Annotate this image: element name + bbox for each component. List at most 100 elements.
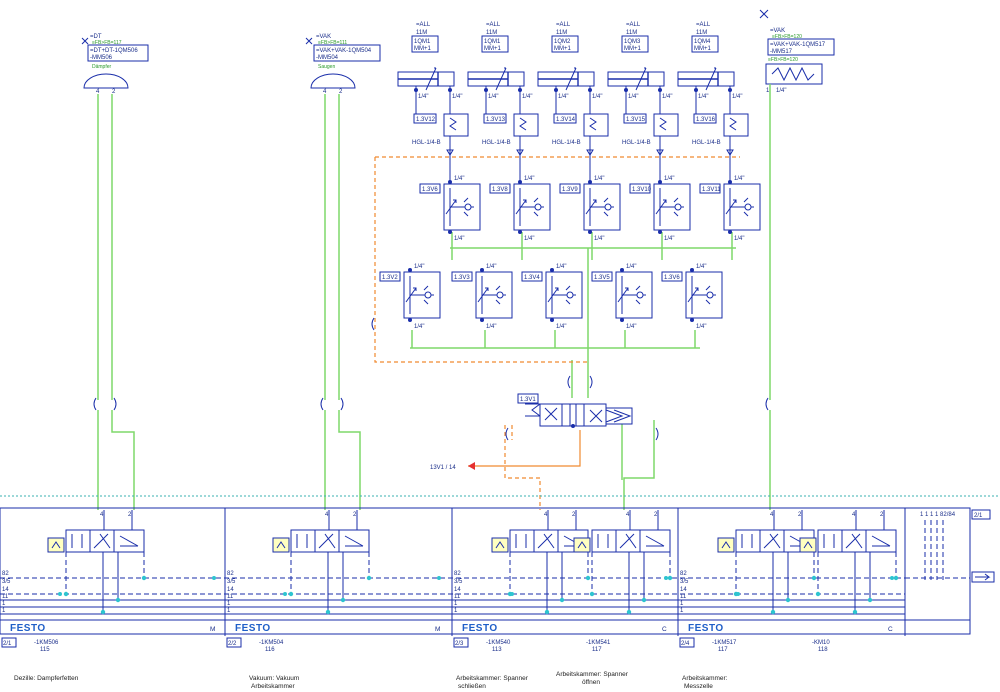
svg-text:1: 1 xyxy=(680,601,684,607)
svg-text:1/4": 1/4" xyxy=(664,236,674,242)
svg-text:1/4": 1/4" xyxy=(488,94,498,100)
svg-text:1/4": 1/4" xyxy=(558,94,568,100)
svg-text:1/4": 1/4" xyxy=(626,324,636,330)
section-caption-2: Messzelle xyxy=(684,683,713,690)
svg-text:1: 1 xyxy=(227,608,231,614)
svg-text:1/4": 1/4" xyxy=(662,94,672,100)
svg-text:11: 11 xyxy=(2,594,9,600)
svg-text:4: 4 xyxy=(325,512,329,518)
flow-upper-3: 1.3V9 1/4" 1/4" xyxy=(559,176,621,242)
svg-text:1/4": 1/4" xyxy=(696,324,706,330)
device-id: -1KM504 xyxy=(259,640,284,646)
check-valve-tag: 1.3V14 xyxy=(556,117,576,123)
section-tag: 2/1 xyxy=(3,641,12,647)
cylinder-tag2: MM+1 xyxy=(694,46,712,52)
flow-control-lower-group: 1.3V21/4"1/4"1.3V31/4"1/4"1.3V41/4"1/4"1… xyxy=(379,264,723,330)
section-tag: 2/2 xyxy=(228,641,237,647)
check-valve-label: HGL-1/4-B xyxy=(412,140,441,146)
check-valve-label: HGL-1/4-B xyxy=(482,140,511,146)
svg-text:1/4": 1/4" xyxy=(776,88,786,94)
svg-text:82: 82 xyxy=(680,571,687,577)
label-dt: =DT ≡FB>FB=117 =DT+DT-1QM506 -MM506 Dämp… xyxy=(81,34,149,70)
svg-text:1: 1 xyxy=(2,608,6,614)
svg-text:11: 11 xyxy=(227,594,234,600)
svg-text:=DT+DT-1QM506: =DT+DT-1QM506 xyxy=(90,48,138,54)
svg-text:1/4": 1/4" xyxy=(594,236,604,242)
svg-text:2: 2 xyxy=(128,512,132,518)
section-tag: 2/4 xyxy=(681,641,690,647)
section-caption-4: öffnen xyxy=(582,679,600,686)
label-vak-2: =VAK ≡FB>FB=120 =VAK+VAK-1QM517 -MM517 ≡… xyxy=(759,9,835,63)
svg-text:1: 1 xyxy=(766,88,770,94)
cylinder-sub: 11M xyxy=(486,30,497,36)
section-tag: 2/3 xyxy=(455,641,464,647)
svg-text:1: 1 xyxy=(227,601,231,607)
device-sub: 116 xyxy=(265,647,275,653)
device-id-2: -KM10 xyxy=(812,640,830,646)
check-valve-label: HGL-1/4-B xyxy=(622,140,651,146)
check-valve-label: HGL-1/4-B xyxy=(552,140,581,146)
signal-label: 13V1 / 14 xyxy=(430,465,456,471)
flow-valve-tag: 1.3V9 xyxy=(562,187,578,193)
svg-text:-MM504: -MM504 xyxy=(316,55,339,61)
section-caption-2: schließen xyxy=(458,683,486,690)
svg-text:1: 1 xyxy=(680,608,684,614)
svg-text:1/4": 1/4" xyxy=(454,236,464,242)
check-valve-label: HGL-1/4-B xyxy=(692,140,721,146)
svg-text:1/4": 1/4" xyxy=(696,264,706,270)
svg-text:1: 1 xyxy=(2,601,6,607)
cylinder-sub: 11M xyxy=(626,30,637,36)
festo-logo: FESTO xyxy=(235,623,271,634)
svg-text:Dämpfer: Dämpfer xyxy=(92,64,112,70)
label-vak-1: =VAK ≡FB>FB=111 =VAK+VAK-1QM504 -MM504 S… xyxy=(305,34,381,70)
pilot-lines: 13V1 / 14 xyxy=(374,156,740,510)
festo-logo: FESTO xyxy=(688,623,724,634)
flow-valve-tag: 1.3V5 xyxy=(594,275,610,281)
device-sub: 113 xyxy=(492,647,502,653)
couplings xyxy=(93,317,769,441)
device-id-2: -1KM541 xyxy=(586,640,611,646)
check-valve-tag: 1.3V13 xyxy=(486,117,506,123)
flow-lower-4: 1.3V5 1/4" 1/4" xyxy=(591,264,653,330)
svg-text:1/4": 1/4" xyxy=(698,94,708,100)
svg-text:1/4": 1/4" xyxy=(626,264,636,270)
cylinder-tag2: MM+1 xyxy=(554,46,572,52)
svg-text:1/4": 1/4" xyxy=(734,176,744,182)
svg-text:≡FB>FB=120: ≡FB>FB=120 xyxy=(772,34,802,40)
cylinder-group: =ALL11M1QM1MM+11/4"1/4"=ALL11M1QM1MM+11/… xyxy=(397,22,742,114)
flow-valve-tag: 1.3V6 xyxy=(422,187,438,193)
svg-text:4: 4 xyxy=(100,512,104,518)
svg-text:82: 82 xyxy=(2,571,9,577)
vacuum-sensor: 1 1/4" xyxy=(765,63,823,94)
section-caption-2: Arbeitskammer xyxy=(251,683,296,690)
svg-text:1.3V1: 1.3V1 xyxy=(520,397,536,403)
svg-text:11: 11 xyxy=(454,594,461,600)
cylinder-ref: =ALL xyxy=(416,22,431,28)
section-code: C xyxy=(888,626,893,633)
svg-text:4: 4 xyxy=(626,512,630,518)
svg-text:3/5: 3/5 xyxy=(2,579,11,585)
svg-text:1: 1 xyxy=(454,608,458,614)
svg-text:1/4": 1/4" xyxy=(734,236,744,242)
svg-text:2: 2 xyxy=(112,89,116,95)
svg-text:1/4": 1/4" xyxy=(556,324,566,330)
svg-text:1/4": 1/4" xyxy=(594,176,604,182)
